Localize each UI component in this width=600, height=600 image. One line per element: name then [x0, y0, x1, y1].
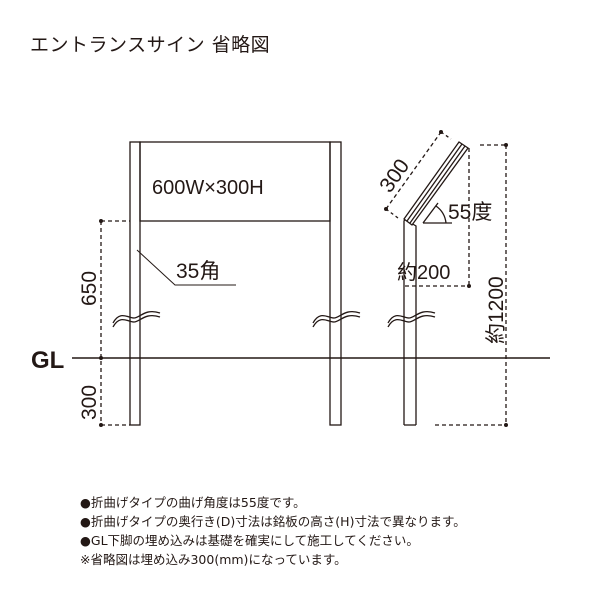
angle-arc [435, 205, 447, 224]
dim-above-gl-label: 650 [78, 271, 101, 306]
right-post [329, 141, 342, 426]
side-panel [403, 141, 469, 226]
panel-size-label: 600W×300H [152, 177, 264, 199]
sign-panel [139, 141, 331, 222]
side-panel-dimension [385, 131, 442, 210]
post-size-label: 35角 [176, 260, 220, 283]
left-post [129, 141, 141, 426]
post-leader-line [136, 249, 236, 286]
note-item: ●GL下脚の埋め込みは基礎を確実にして施工してください。 [80, 533, 419, 548]
break-symbol-right [312, 311, 361, 324]
side-panel-length-label: 300 [375, 155, 414, 197]
note-item: ●折曲げタイプの曲げ角度は55度です。 [80, 495, 306, 510]
side-height-label: 約1200 [485, 276, 508, 344]
side-depth-label: 約200 [397, 261, 450, 284]
page-title: エントランスサイン 省略図 [30, 34, 271, 56]
break-symbol-side [387, 311, 436, 324]
notes-list: ●折曲げタイプの曲げ角度は55度です。 ●折曲げタイプの奥行き(D)寸法は銘板の… [80, 493, 466, 569]
bend-angle-label: 55度 [448, 201, 492, 224]
gl-label: GL [31, 347, 64, 374]
note-item: ※省略図は埋め込み300(mm)になっています。 [80, 552, 347, 567]
dim-below-gl-label: 300 [78, 385, 101, 420]
note-item: ●折曲げタイプの奥行き(D)寸法は銘板の高さ(H)寸法で異なります。 [80, 514, 466, 529]
break-symbol-left [112, 311, 161, 324]
